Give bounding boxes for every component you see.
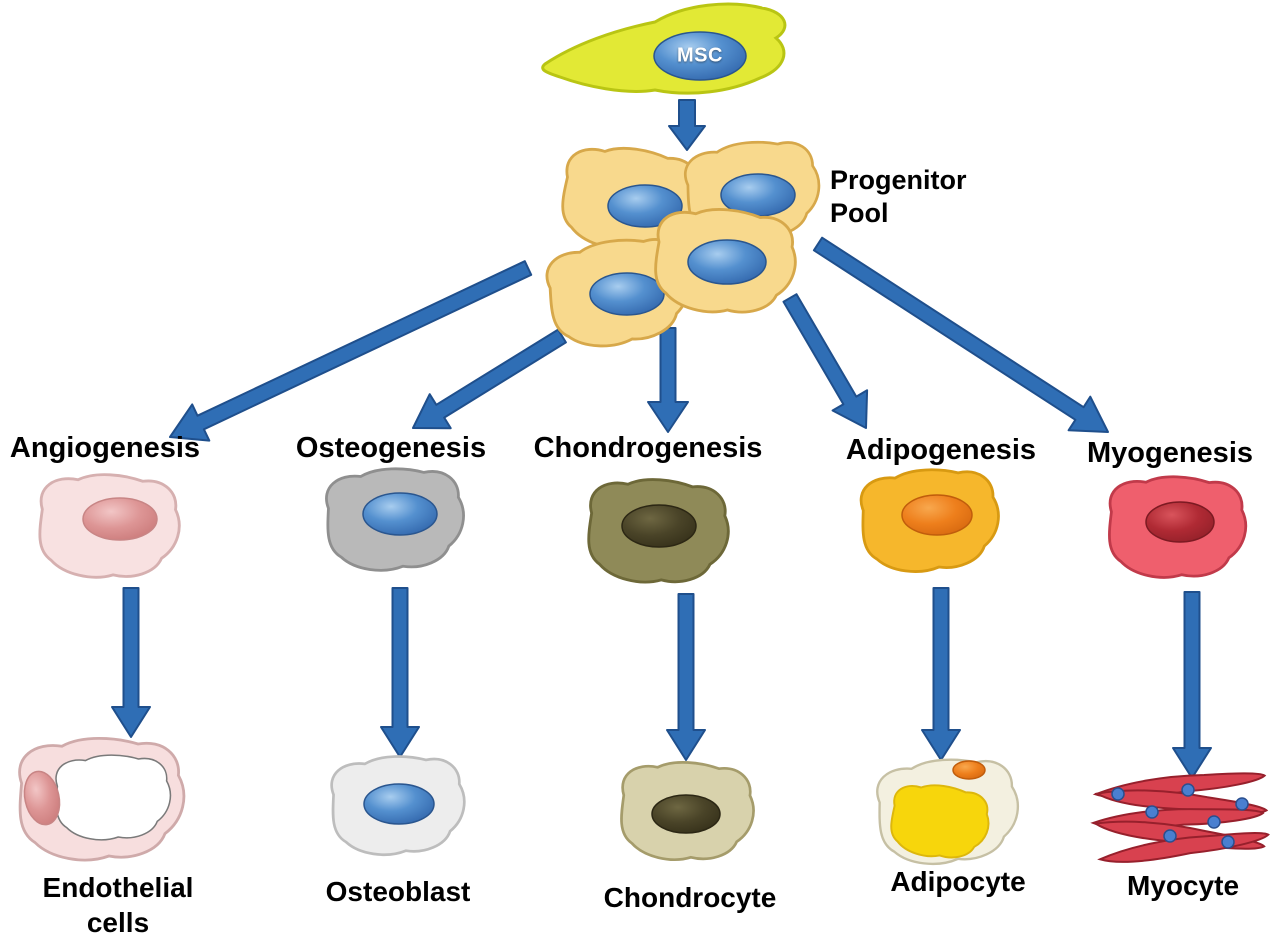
arrow-pool-to-chondrogenesis: [647, 327, 689, 433]
myonucleus-dot: [1181, 783, 1195, 797]
arrow-pool-to-osteogenesis: [412, 328, 567, 430]
pool-cell-3-nucleus: [589, 272, 665, 316]
angiogenesis-progenitor-cell: [35, 469, 184, 583]
nucleus: [82, 497, 158, 541]
pool-cell-1-nucleus: [607, 184, 683, 228]
myonucleus-dot: [1163, 829, 1177, 843]
nucleus: [363, 783, 435, 825]
myonucleus-dot: [1207, 815, 1221, 829]
label-myocyte: Myocyte: [1126, 870, 1240, 901]
label-endothelial-line1: Endothelial: [42, 872, 194, 903]
label-chondrogenesis: Chondrogenesis: [533, 432, 763, 464]
nucleus: [23, 770, 61, 826]
adipocyte-figure: [874, 753, 1023, 869]
arrow-angiogenesis-to-endothelial: [111, 587, 151, 738]
label-myogenesis: Myogenesis: [1087, 437, 1253, 469]
adipogenesis-progenitor-cell: [858, 464, 1003, 576]
osteoblast-figure: [329, 752, 468, 858]
msc-nucleus: [653, 31, 747, 81]
progenitor-pool-label-line2: Pool: [830, 197, 889, 228]
myonucleus-dot: [1221, 835, 1235, 849]
arrow-myogenesis-to-myocyte: [1172, 591, 1212, 779]
label-osteoblast: Osteoblast: [325, 876, 471, 907]
nucleus: [1145, 501, 1215, 543]
arrow-pool-to-angiogenesis: [169, 260, 533, 442]
label-chondrocyte: Chondrocyte: [603, 882, 777, 913]
arrow-adipogenesis-to-adipocyte: [921, 587, 961, 761]
arrow-pool-to-myogenesis: [812, 236, 1109, 433]
label-adipocyte: Adipocyte: [890, 866, 1026, 897]
arrow-pool-to-adipogenesis: [782, 293, 869, 429]
nucleus: [362, 492, 438, 536]
lumen: [55, 754, 172, 841]
arrow-osteogenesis-to-osteoblast: [380, 587, 420, 758]
label-adipogenesis: Adipogenesis: [845, 434, 1037, 466]
endothelial-cell-figure: [18, 737, 186, 862]
msc-cell: [541, 2, 787, 95]
arrow-chondrogenesis-to-chondrocyte: [666, 593, 706, 761]
pool-cell-4-nucleus: [687, 239, 767, 285]
arrow-msc-to-pool: [668, 99, 706, 151]
myonucleus-dot: [1145, 805, 1159, 819]
nucleus: [952, 760, 986, 780]
progenitor-pool-label: Progenitor Pool: [830, 164, 967, 230]
msc-label: MSC: [677, 44, 723, 67]
myogenesis-progenitor-cell: [1106, 473, 1249, 582]
chondrocyte-figure: [617, 757, 758, 866]
label-osteogenesis: Osteogenesis: [295, 432, 487, 464]
myocyte-figure: [1090, 772, 1270, 863]
nucleus: [651, 794, 721, 834]
label-angiogenesis: Angiogenesis: [9, 432, 201, 464]
myonucleus-dot: [1235, 797, 1249, 811]
chondrogenesis-progenitor-cell: [583, 473, 734, 590]
progenitor-pool-cells: [541, 134, 826, 355]
osteogenesis-progenitor-cell: [324, 465, 467, 574]
label-endothelial-line2: cells: [86, 907, 150, 938]
nucleus: [901, 494, 973, 536]
myonucleus-dot: [1111, 787, 1125, 801]
nucleus: [621, 504, 697, 548]
progenitor-pool-label-line1: Progenitor: [830, 165, 967, 195]
